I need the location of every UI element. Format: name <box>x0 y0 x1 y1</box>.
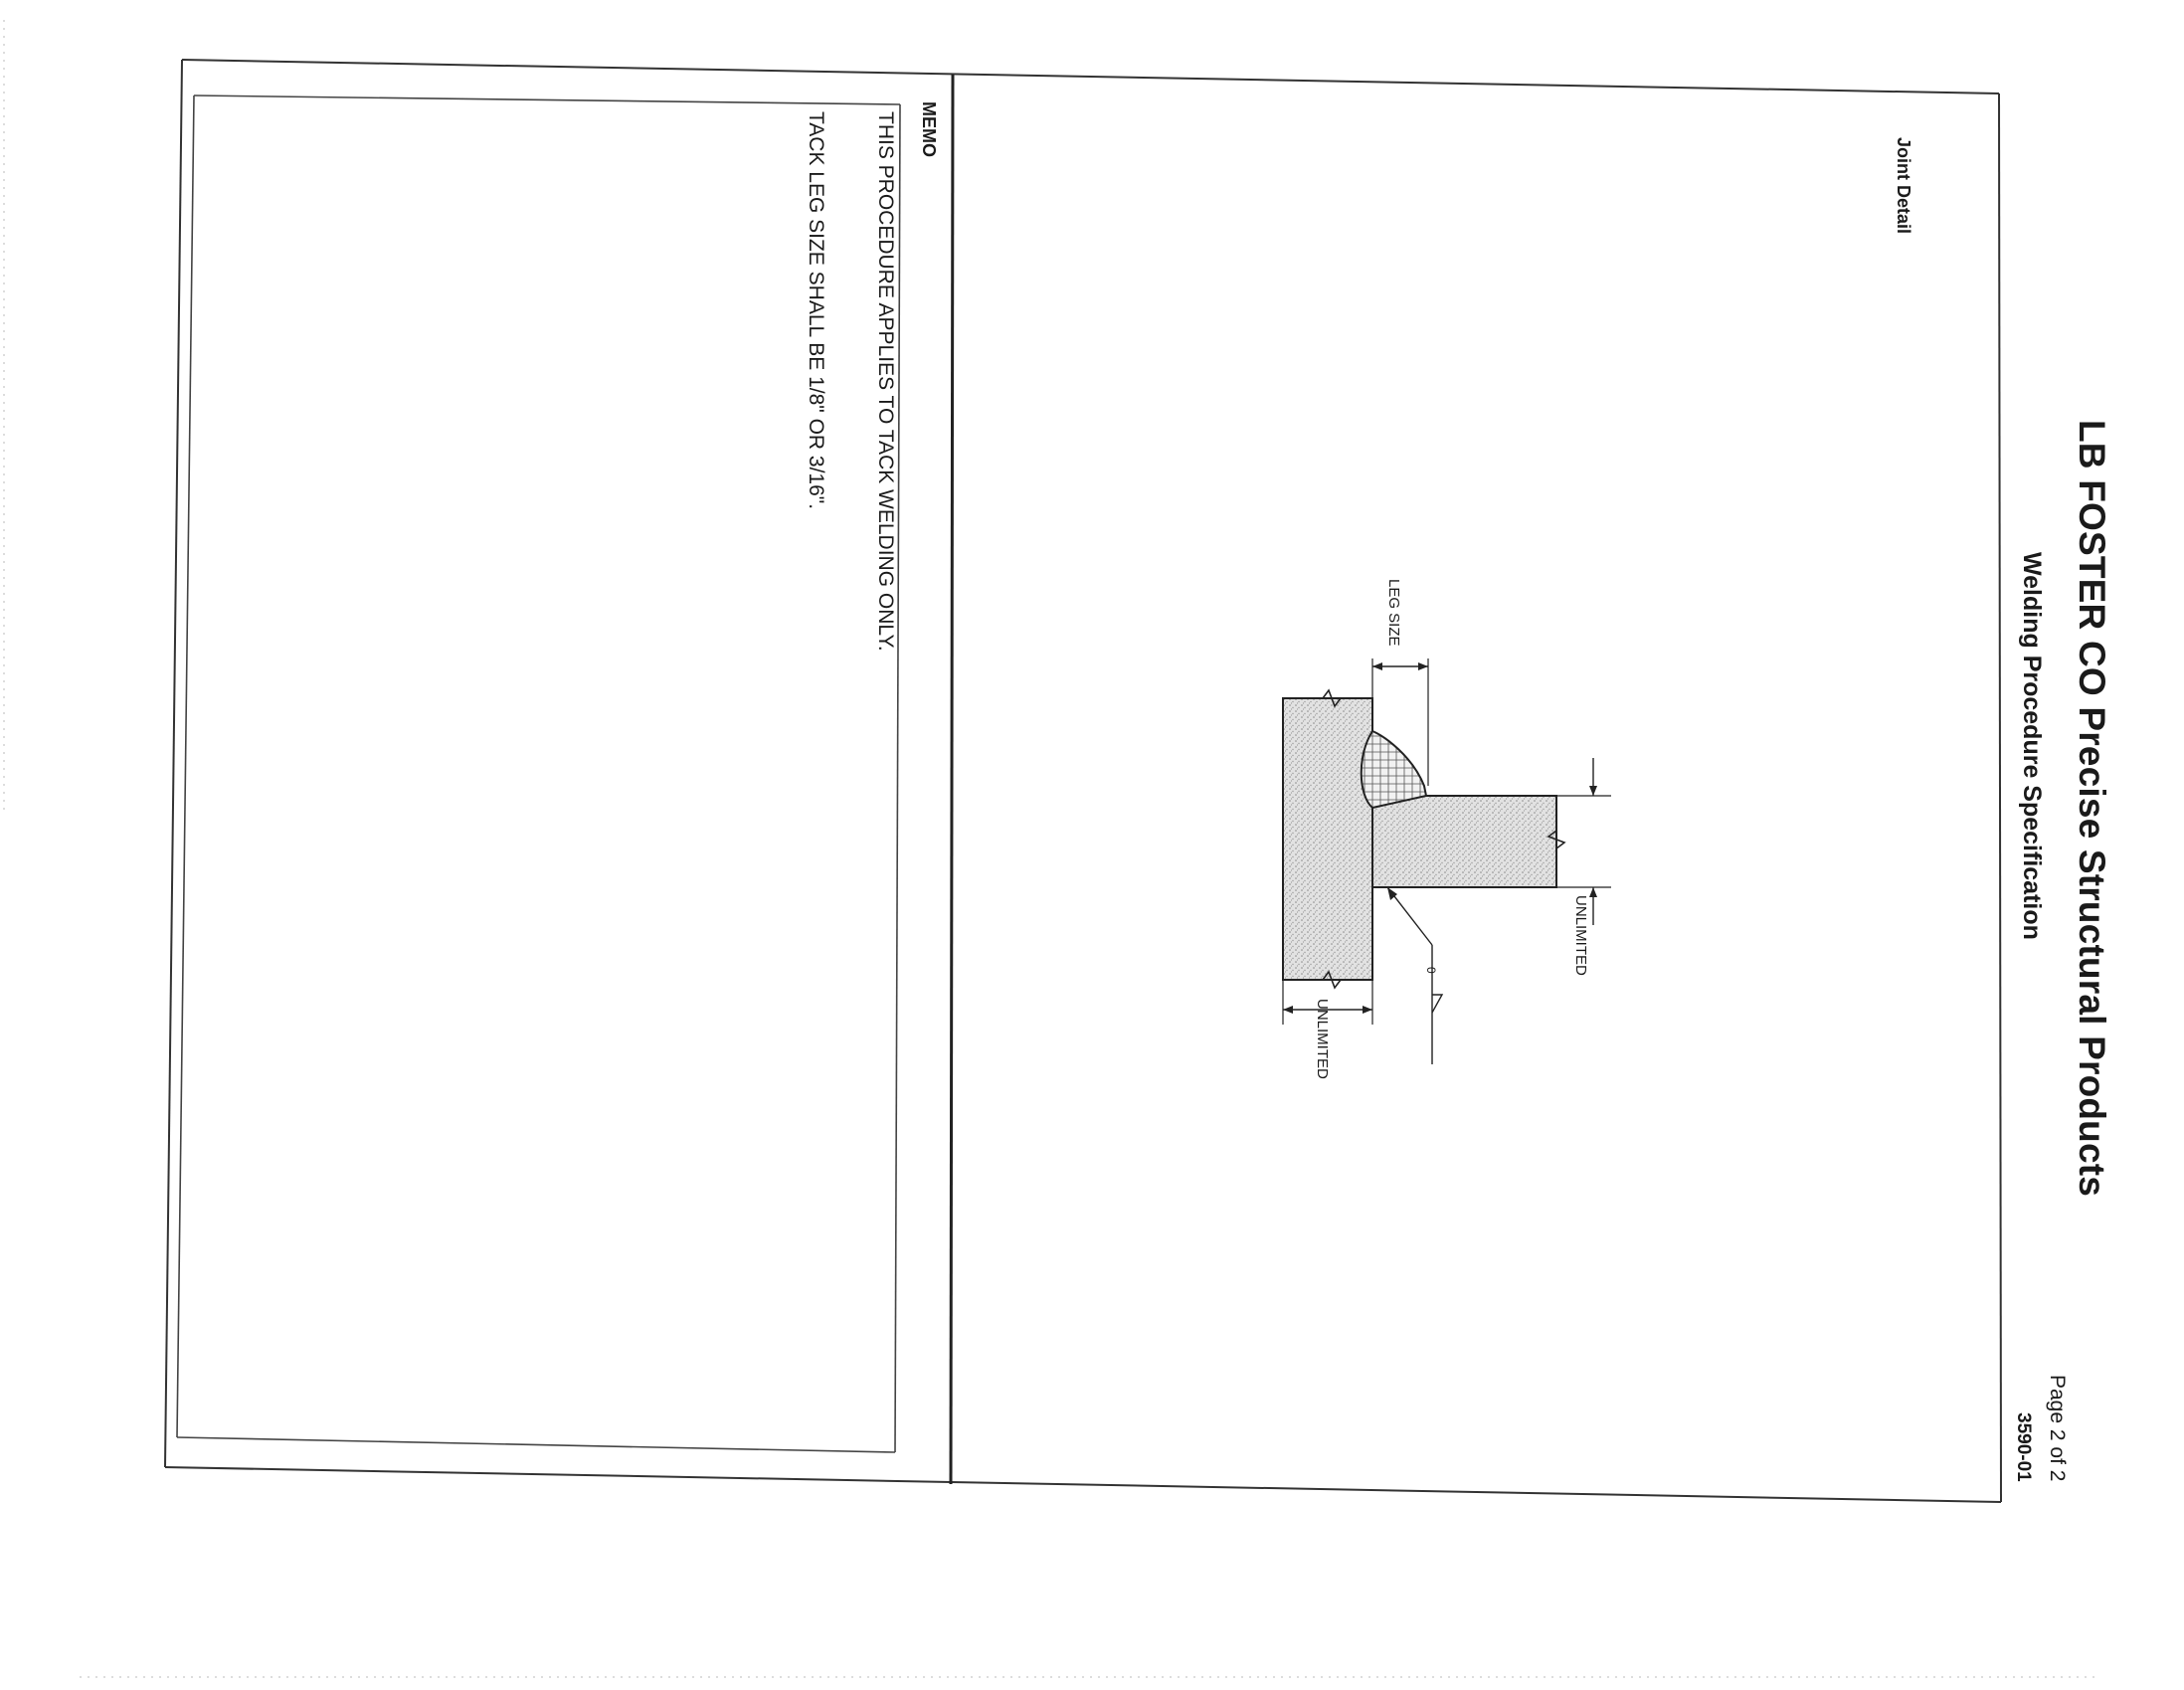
attached-plate <box>1371 795 1557 888</box>
company-name: LB FOSTER CO Precise Structural Products <box>2072 420 2112 1198</box>
leg-size-label: LEG SIZE <box>1385 579 1402 647</box>
unlimited-label-attached: UNLIMITED <box>1572 895 1589 976</box>
page-number: Page 2 of 2 <box>2046 1375 2069 1482</box>
scan-artifacts <box>3 20 2098 1678</box>
memo-box <box>176 94 901 1453</box>
base-plate-break-bottom <box>1322 970 1342 990</box>
unlimited-label-base: UNLIMITED <box>1314 999 1331 1079</box>
document-number: 3590-01 <box>2013 1412 2034 1482</box>
document-subtitle: Welding Procedure Specification <box>2018 552 2046 940</box>
attached-plate-break <box>1547 830 1566 849</box>
outer-border <box>164 59 2002 1503</box>
joint-detail-title: Joint Detail <box>1894 137 1913 235</box>
memo-line-1: THIS PROCEDURE APPLIES TO TACK WELDING O… <box>874 111 897 652</box>
fillet-weld <box>1360 729 1428 810</box>
base-plate-break-top <box>1322 688 1342 708</box>
weld-joint-diagram <box>1282 658 1611 1064</box>
section-divider <box>949 74 955 1485</box>
base-plate <box>1282 697 1373 981</box>
angle-label: 0 <box>1424 967 1438 974</box>
memo-line-2: TACK LEG SIZE SHALL BE 1/8" OR 3/16". <box>805 111 827 510</box>
memo-title: MEMO <box>919 101 939 157</box>
